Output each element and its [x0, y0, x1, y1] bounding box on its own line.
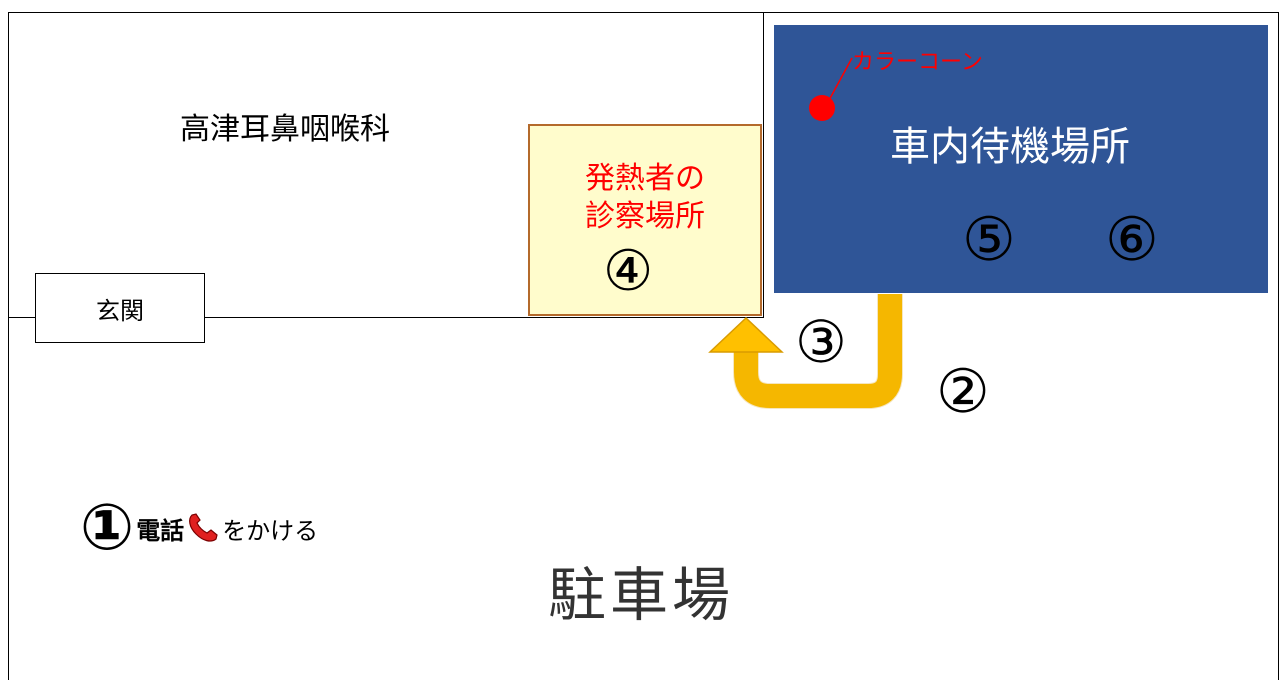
- color-cone-label: カラーコーン: [852, 50, 983, 75]
- car-waiting-area: [774, 25, 1268, 293]
- step-4-number: ④: [603, 239, 654, 304]
- step-5-number: ⑤: [962, 205, 1016, 275]
- phone-icon: [189, 513, 218, 542]
- route-arrow: [708, 294, 903, 409]
- color-cone-icon: [809, 95, 835, 121]
- step-1-number: ①: [80, 491, 135, 565]
- entrance-box: 玄関: [35, 273, 205, 343]
- fever-exam-label-line1: 発熱者の: [585, 161, 705, 196]
- site-border-left: [8, 12, 9, 680]
- phone-text-make: をかける: [222, 516, 319, 545]
- clinic-name: 高津耳鼻咽喉科: [180, 112, 390, 147]
- car-waiting-label: 車内待機場所: [890, 124, 1130, 170]
- site-border-top: [764, 12, 1279, 13]
- entrance-label: 玄関: [96, 296, 144, 325]
- fever-exam-area: [528, 124, 762, 316]
- phone-instruction: ① 電話 をかける: [80, 496, 318, 560]
- cone-leader-line: [827, 57, 853, 103]
- fever-exam-label-line2: 診察場所: [585, 199, 705, 234]
- step-3-number: ③: [795, 308, 847, 376]
- phone-text-call: 電話: [136, 516, 185, 545]
- step-6-number: ⑥: [1105, 205, 1159, 275]
- fever-exam-label: 発熱者の 診察場所: [528, 160, 762, 236]
- parking-label: 駐車場: [548, 561, 735, 629]
- step-2-number: ②: [936, 357, 990, 427]
